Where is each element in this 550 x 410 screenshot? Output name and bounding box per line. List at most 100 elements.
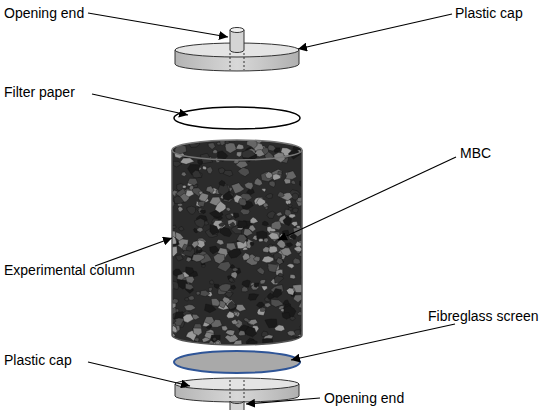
gravel-grain — [182, 244, 191, 250]
gravel-grain — [217, 142, 221, 145]
gravel-grain — [242, 286, 248, 291]
gravel-grain — [260, 280, 266, 284]
gravel-grain — [262, 221, 268, 226]
gravel-grain — [290, 274, 295, 278]
gravel-grain — [261, 286, 267, 291]
gravel-grain — [287, 331, 295, 336]
gravel-grain — [265, 303, 271, 308]
gravel-grain — [278, 171, 282, 175]
gravel-grain — [262, 331, 269, 337]
gravel-grain — [178, 206, 183, 211]
gravel-grain — [184, 305, 196, 311]
gravel-grain — [251, 135, 257, 140]
gravel-grain — [230, 265, 235, 269]
gravel-grain — [187, 206, 196, 214]
gravel-grain — [234, 213, 239, 218]
gravel-grain — [265, 319, 277, 328]
gravel-grain — [220, 227, 232, 236]
part-label: Opening end — [324, 390, 404, 406]
gravel-grain — [299, 339, 304, 343]
gravel-grain — [193, 328, 202, 336]
fibreglass-screen — [174, 351, 300, 373]
gravel-grain — [262, 256, 274, 263]
cap-top — [175, 378, 299, 390]
gravel-grain — [192, 170, 202, 177]
tube-opening — [230, 28, 244, 33]
gravel-grain — [210, 225, 219, 235]
gravel-grain — [187, 178, 197, 185]
leader-arrow — [88, 362, 190, 386]
column-wall — [172, 150, 302, 345]
gravel-grain — [195, 218, 205, 228]
gravel-grain — [182, 185, 186, 188]
gravel-grain — [186, 246, 192, 251]
gravel-grain — [242, 247, 248, 250]
gravel-grain — [234, 312, 238, 316]
gravel-grain — [276, 269, 283, 275]
gravel-grain — [260, 307, 265, 311]
gravel-grain — [198, 201, 205, 207]
gravel-grain — [234, 311, 240, 317]
gravel-grain — [287, 243, 293, 247]
gravel-grain — [176, 255, 184, 261]
gravel-grain — [185, 276, 194, 283]
gravel-grain — [222, 326, 228, 331]
gravel-grain — [268, 145, 276, 151]
gravel-grain — [232, 268, 238, 272]
gravel-grain — [272, 169, 282, 180]
gravel-grain — [207, 167, 213, 174]
gravel-grain — [213, 337, 217, 341]
gravel-grain — [196, 291, 200, 295]
gravel-grain — [181, 172, 186, 176]
gravel-grain — [304, 156, 308, 159]
gravel-grain — [185, 284, 193, 293]
gravel-grain — [244, 182, 253, 189]
gravel-grain — [238, 167, 250, 176]
part-label: Plastic cap — [4, 352, 72, 368]
gravel-grain — [289, 234, 296, 239]
gravel-grain — [211, 298, 220, 306]
gravel-grain — [276, 212, 282, 216]
gravel-grain — [289, 214, 296, 218]
gravel-grain — [179, 226, 184, 231]
gravel-grain — [175, 232, 184, 241]
gravel-grain — [192, 254, 205, 261]
leader-arrow — [88, 13, 228, 37]
column-fill — [172, 140, 302, 345]
gravel-grain — [263, 338, 273, 346]
gravel-grain — [228, 219, 237, 226]
gravel-grain — [198, 160, 203, 165]
part-label: Experimental column — [4, 262, 135, 278]
gravel-grain — [189, 186, 194, 191]
gravel-grain — [267, 293, 274, 299]
gravel-grain — [222, 297, 230, 304]
gravel-grain — [298, 340, 309, 348]
gravel-grain — [236, 234, 247, 243]
gravel-grain — [186, 267, 194, 275]
gravel-grain — [286, 171, 297, 180]
hidden-tube-line — [230, 53, 231, 70]
gravel-grain — [254, 178, 263, 186]
gravel-grain — [219, 284, 231, 292]
gravel-grain — [188, 296, 195, 300]
gravel-grain — [249, 225, 256, 232]
gravel-grain — [237, 221, 247, 228]
gravel-grain — [275, 344, 284, 350]
gravel-grain — [268, 232, 279, 239]
gravel-grain — [277, 192, 284, 198]
gravel-grain — [257, 307, 265, 315]
gravel-grain — [269, 246, 278, 253]
gravel-grain — [262, 189, 266, 192]
gravel-grain — [228, 249, 242, 258]
leader-arrow — [95, 238, 172, 266]
part-label: Plastic cap — [455, 5, 523, 21]
gravel-grain — [276, 258, 283, 265]
gravel-grain — [250, 217, 258, 223]
leader-arrow — [246, 398, 320, 404]
gravel-grain — [210, 280, 214, 284]
gravel-grain — [172, 340, 177, 344]
gravel-grain — [229, 222, 234, 226]
gravel-grain — [298, 301, 311, 309]
